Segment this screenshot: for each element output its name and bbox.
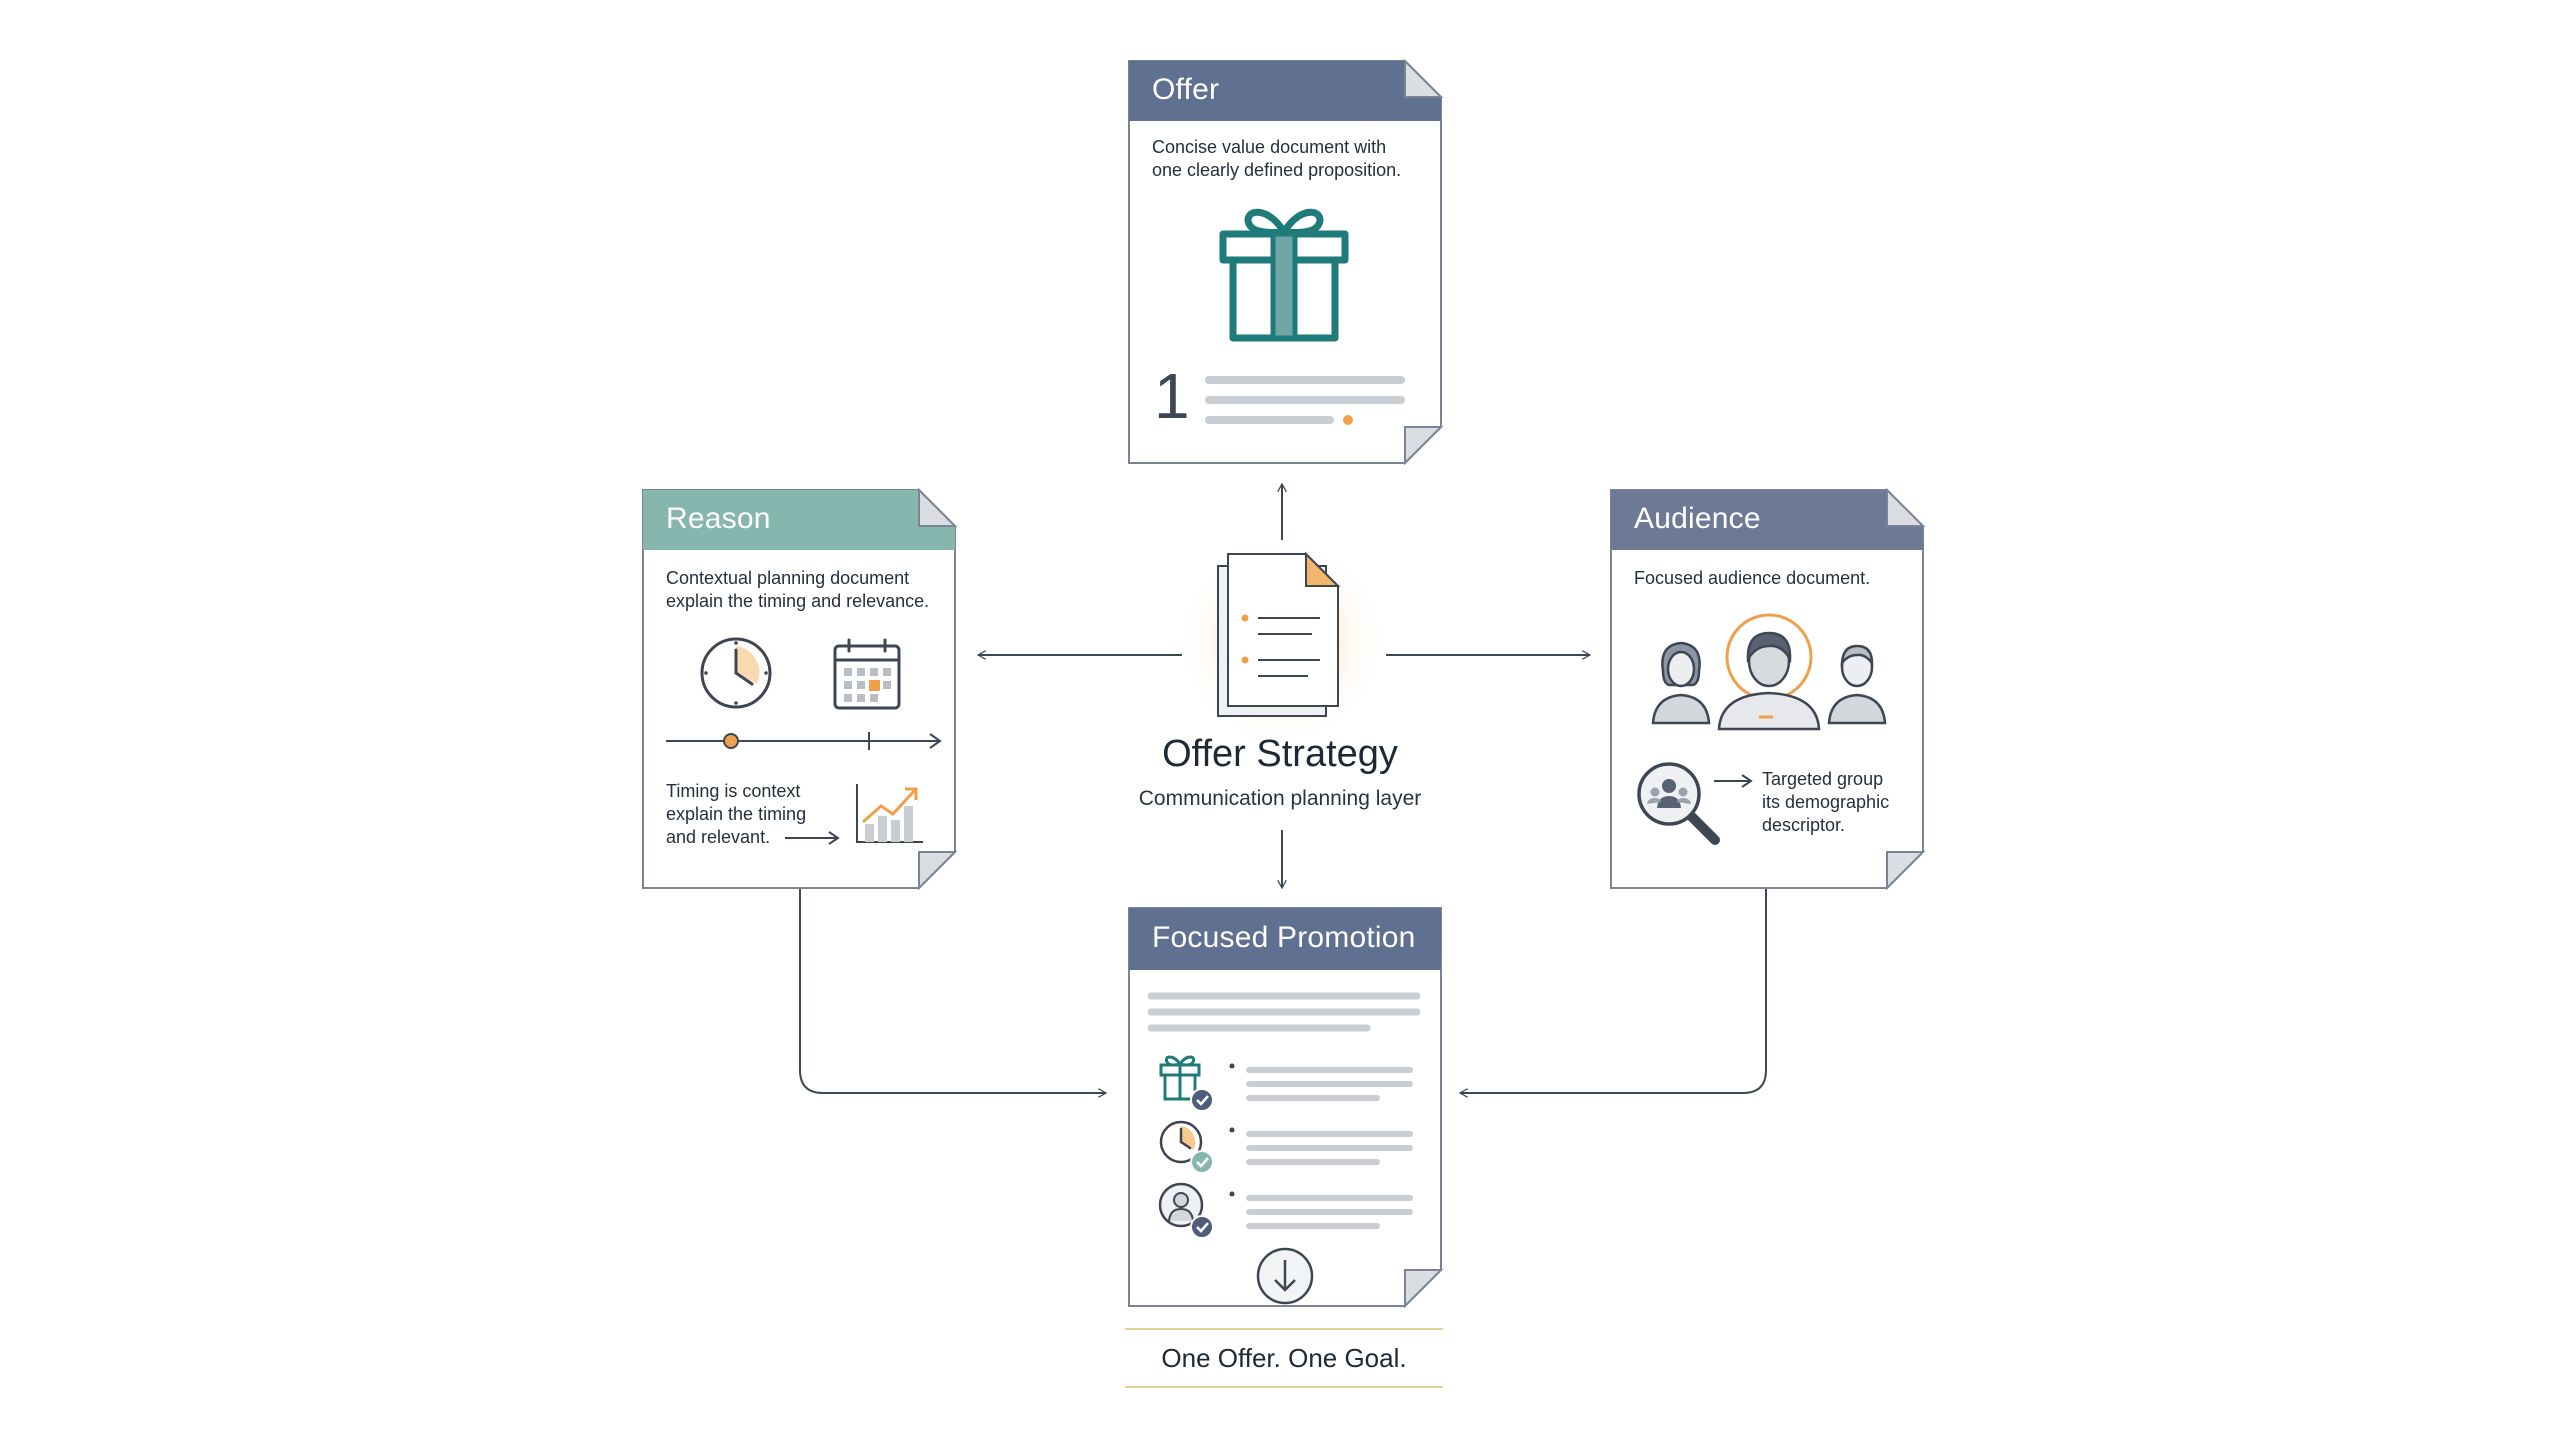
timeline-icon: [666, 732, 942, 750]
reason-document: Reason Contextual planning document expl…: [641, 487, 958, 891]
offer-title: Offer: [1152, 73, 1220, 106]
gift-icon: [1219, 208, 1349, 342]
offer-description: Concise value document with one clearly …: [1152, 137, 1402, 180]
promotion-title: Focused Promotion: [1152, 921, 1416, 954]
tagline: One Offer. One Goal.: [1125, 1328, 1443, 1388]
offer-document: Offer Concise value document with one cl…: [1127, 58, 1444, 466]
magnifier-person-icon: [1637, 762, 1720, 845]
strategy-document-icon: [1177, 542, 1387, 747]
audience-note-arrow-icon: [1714, 774, 1753, 788]
download-icon[interactable]: [1255, 1246, 1315, 1306]
person-check-icon: [1158, 1182, 1214, 1239]
audience-description: Focused audience document.: [1634, 568, 1871, 588]
promotion-item-lines: [1229, 1063, 1413, 1229]
center-title: Offer Strategy: [1162, 733, 1398, 775]
note-arrow-icon: [785, 831, 840, 845]
offer-number: 1: [1154, 360, 1190, 432]
reason-description: Contextual planning document explain the…: [666, 568, 930, 611]
clock-icon: [692, 629, 780, 717]
growth-chart-icon: [856, 784, 923, 843]
clock-check-icon: [1159, 1120, 1214, 1174]
promotion-document: Focused Promotion: [1127, 906, 1444, 1309]
audience-document: Audience Focused audience document.: [1609, 487, 1926, 891]
promotion-text-lines: [1147, 992, 1421, 1032]
reason-note: Timing is context explain the timing and…: [666, 781, 807, 847]
center-subtitle: Communication planning layer: [1138, 787, 1422, 810]
audience-title: Audience: [1634, 502, 1761, 535]
arrow-reason-to-promotion: [799, 888, 1106, 1093]
gift-check-icon: [1159, 1055, 1214, 1112]
arrow-audience-to-promotion: [1460, 888, 1767, 1093]
people-group-icon: [1651, 613, 1887, 731]
audience-note: Targeted group its demographic descripto…: [1762, 769, 1890, 835]
calendar-icon: [833, 638, 901, 710]
offer-text-lines: [1205, 376, 1405, 425]
reason-title: Reason: [666, 502, 771, 535]
